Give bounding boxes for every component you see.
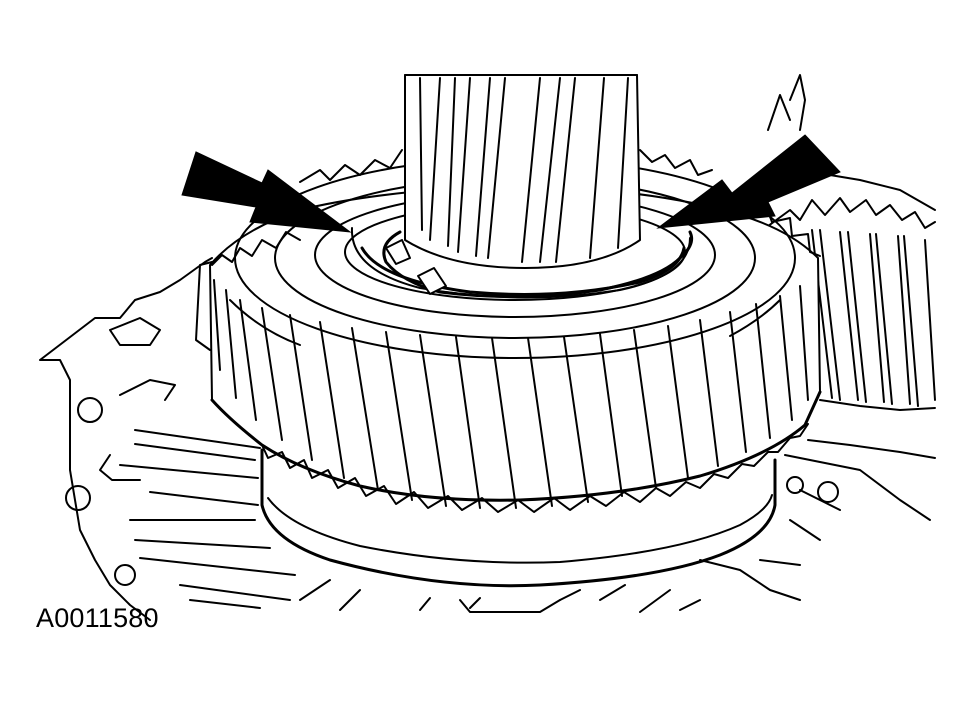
figure-id-label: A0011580: [36, 603, 159, 633]
callout-arrow-right: [656, 134, 841, 229]
callout-arrow-left: [181, 151, 352, 233]
helical-gear: [195, 149, 822, 513]
snap-ring: [382, 230, 694, 299]
housing-plate: [39, 257, 931, 621]
callout-arrows: [181, 134, 841, 233]
mainshaft: [404, 74, 641, 269]
gear-hub: [260, 448, 777, 588]
